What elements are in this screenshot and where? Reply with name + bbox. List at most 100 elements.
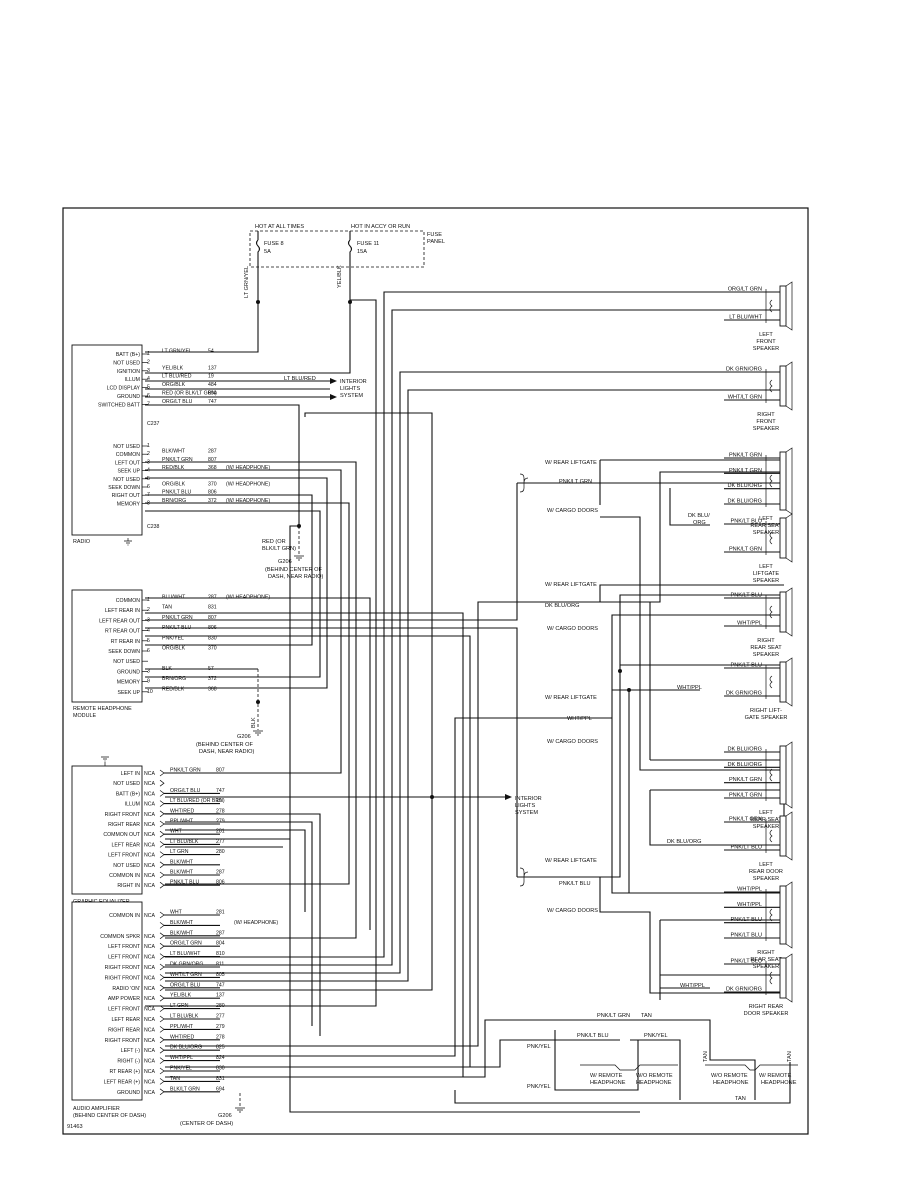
wire-color: BLK/WHT <box>170 930 194 936</box>
circuit-number: 747 <box>216 788 225 794</box>
speaker-magnet <box>779 815 787 857</box>
hp-w-remote-4: HEADPHONE <box>761 1080 797 1086</box>
pin-label: LCD DISPLAY <box>107 386 141 392</box>
hp-pnk-yel-3: PNK/YEL <box>527 1084 551 1090</box>
circuit-number: 372 <box>208 498 217 504</box>
terminal-chevron <box>159 953 165 960</box>
pin-nca: NCA <box>144 853 155 859</box>
speaker-cone-icon <box>785 513 793 563</box>
amp-ground-id: G206 <box>218 1113 232 1119</box>
speaker-wire-label: WHT/PPL <box>737 621 762 627</box>
headphone-module-box <box>71 589 143 703</box>
speaker-wire-label: DK BLU/ORG <box>727 747 762 753</box>
wire-color: PNK/LT GRN <box>162 615 193 621</box>
speaker-coil <box>769 829 773 843</box>
terminal-chevron <box>159 881 165 889</box>
speaker-name: RIGHT <box>757 412 775 418</box>
speaker-name: FRONT <box>756 339 776 345</box>
speaker-wire-label: PNK/LT GRN <box>729 453 762 459</box>
pin-nca: NCA <box>144 822 155 828</box>
pin-label: SWITCHED BATT <box>98 402 141 408</box>
wire-color: PNK/LT BLU <box>170 880 199 886</box>
arrow-icon <box>330 394 337 400</box>
opt-rear-liftgate-3: W/ REAR LIFTGATE <box>545 695 597 701</box>
pin-label: ILLUM <box>125 802 140 808</box>
equalizer-box <box>71 765 143 895</box>
wire-color: BLK/WHT <box>162 449 186 455</box>
option-bracket <box>519 867 529 887</box>
opt-rear-liftgate: W/ REAR LIFTGATE <box>545 460 597 466</box>
wire-left-rear-group <box>649 602 785 846</box>
wire-372 <box>145 510 321 678</box>
speaker-name: REAR SEAT <box>750 645 782 651</box>
circuit-number: 830 <box>208 635 217 641</box>
hp-ground-loc-1: (BEHIND CENTER OF <box>196 742 253 748</box>
pin-label: RT REAR IN <box>111 639 140 645</box>
pin-nca: NCA <box>144 1017 155 1023</box>
pin-label: LEFT FRONT <box>108 944 141 950</box>
pin-label: IGNITION <box>117 369 140 375</box>
pin-label: NOT USED <box>113 659 140 665</box>
fuse-8-name: FUSE 8 <box>264 241 284 247</box>
wire-color: LT GRN <box>170 849 189 855</box>
terminal-chevron <box>159 911 165 919</box>
fuse-panel-label-2: PANEL <box>427 239 445 245</box>
terminal-chevron <box>159 1015 165 1023</box>
audio-amplifier: AUDIO AMPLIFIER (BEHIND CENTER OF DASH) … <box>71 901 278 1127</box>
speaker-name: LIFTGATE <box>753 571 780 577</box>
circuit-number: 805 <box>216 972 225 978</box>
speaker-wire-label: WHT/LT GRN <box>728 395 762 401</box>
pin-nca: NCA <box>144 863 155 869</box>
circuit-number: 806 <box>208 490 217 496</box>
wire-color: DK BLU/ORG <box>170 1045 202 1051</box>
opt-wht-ppl: WHT/PPL <box>567 716 592 722</box>
terminal-chevron <box>159 942 165 950</box>
pin-nca: NCA <box>144 832 155 838</box>
terminal-chevron <box>159 871 165 879</box>
speaker-name: GATE SPEAKER <box>745 715 788 721</box>
wire-137-amp <box>145 299 377 1007</box>
wire-color: WHT/PPL <box>170 1055 193 1061</box>
speaker-magnet <box>779 591 787 633</box>
speaker-name: SPEAKER <box>753 876 779 882</box>
speaker-name: SPEAKER <box>753 652 779 658</box>
wire-color: ORG/BLK <box>162 482 186 488</box>
pin-label: AMP POWER <box>108 996 140 1002</box>
opt-cargo-doors-2: W/ CARGO DOORS <box>547 626 598 632</box>
hp-tan-v1: TAN <box>703 1051 709 1062</box>
circuit-number: 810 <box>216 951 225 957</box>
hp-pnk-yel-2: PNK/YEL <box>527 1044 551 1050</box>
circuit-number: 277 <box>216 1014 225 1020</box>
speaker-wire-label: PNK/LT GRN <box>729 468 762 474</box>
lg-dk-blu-1: DK BLU/ <box>688 513 710 519</box>
wire-54 <box>145 302 259 353</box>
pin-label: NOT USED <box>113 781 140 787</box>
opt-rear-liftgate-2: W/ REAR LIFTGATE <box>545 582 597 588</box>
speaker-wire-label: PNK/LT GRN <box>729 817 762 823</box>
pin-label: MEMORY <box>117 680 141 686</box>
wire-806-hp <box>145 627 518 877</box>
wire-color: RED/BLK <box>162 686 185 692</box>
pin-nca: NCA <box>144 975 155 981</box>
wire-279 <box>165 821 313 1026</box>
interior-lights-1: INTERIOR <box>340 379 367 385</box>
wire-tan-long <box>454 1062 791 1104</box>
pin-number: 6 <box>147 393 150 399</box>
speaker-name: RIGHT REAR <box>749 1004 783 1010</box>
wire-830 <box>145 635 471 1068</box>
speaker-magnet <box>779 285 787 327</box>
radio-label: RADIO <box>73 539 90 545</box>
pin-label: GROUND <box>117 669 140 675</box>
speaker-coil <box>769 768 773 782</box>
speaker-wire-label: DK BLU/ORG <box>727 762 762 768</box>
pin-label: LEFT FRONT <box>108 955 141 961</box>
speaker-coil <box>769 971 773 985</box>
terminal-chevron <box>159 830 165 838</box>
pin-label: RADIO 'ON' <box>112 986 140 992</box>
wire-color: WHT/RED <box>170 808 194 814</box>
pin-label: RT REAR OUT <box>105 629 141 635</box>
fuse-8-symbol <box>255 231 261 300</box>
